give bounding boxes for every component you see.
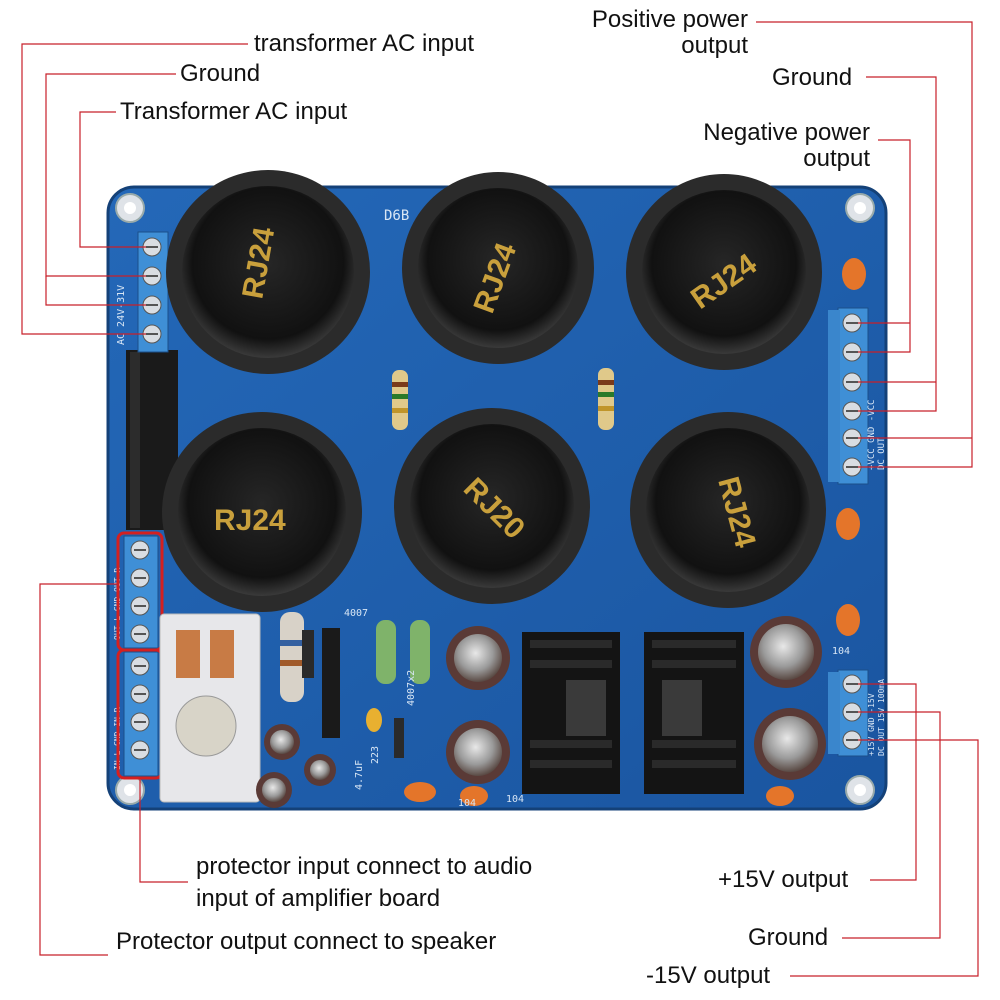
diodes [302, 628, 404, 758]
small-electrolytic-capacitors [256, 616, 826, 808]
board-model: D6B [384, 208, 409, 224]
ac-input-terminal [137, 231, 169, 353]
label-positive-power-output-line1: Positive power [591, 6, 748, 33]
silk-dc-out: DC OUT [877, 437, 887, 470]
leader-lines [21, 21, 979, 977]
label-negative-power-output-line1: Negative power [703, 119, 870, 146]
label-transformer-ac-input-1: transformer AC input [254, 30, 475, 57]
label-protector-input-line1: protector input connect to audio [196, 853, 533, 880]
leader-protector-output [39, 583, 118, 956]
leader-minus-15v [790, 739, 979, 977]
silk-104-c: 104 [458, 798, 476, 809]
leader-transformer-ac-input-1 [21, 43, 248, 335]
silk-104-b: 104 [832, 646, 850, 657]
protector-terminals [123, 535, 159, 777]
label-transformer-ac-input-2: Transformer AC input [120, 98, 348, 125]
leader-right-ground [858, 76, 937, 412]
resistors [280, 368, 614, 702]
label-negative-power-output-line2: output [803, 145, 870, 172]
capacitor-3: RJ24 [626, 174, 822, 370]
15v-output-terminal [828, 669, 869, 757]
relay [159, 613, 261, 803]
leader-protector-input [139, 778, 188, 883]
heatsink-left [522, 632, 620, 794]
mounting-holes [115, 193, 875, 805]
label-protector-input: protector input connect to audio input o… [196, 851, 532, 915]
capacitor-2: RJ24 [402, 172, 594, 364]
leader-left-ground-b [45, 276, 146, 306]
leader-left-ground [45, 73, 176, 277]
capacitor-1: RJ24 [166, 170, 370, 374]
label-positive-power-output-line2: output [681, 32, 748, 59]
leader-transformer-ac-input-2 [79, 111, 146, 248]
label-negative-power-output: Negative power output [703, 120, 870, 172]
label-bottom-ground: Ground [748, 924, 829, 951]
silk-223: 223 [370, 746, 381, 764]
silk-15v-pins: +15V GND -15V [867, 693, 876, 756]
heatsink-right [644, 632, 744, 794]
label-left-ground: Ground [180, 60, 261, 87]
silk-ac-input: AC 24V-31V [116, 285, 127, 345]
capacitor-6: RJ24 [630, 412, 826, 608]
vcc-output-terminal [828, 307, 869, 485]
leader-positive-power-output [756, 21, 973, 468]
label-protector-input-line2: input of amplifier board [196, 885, 441, 912]
silk-4007: 4007 [344, 608, 368, 619]
leader-15v-ground [842, 711, 941, 939]
ceramic-capacitors [366, 258, 866, 806]
leader-plus-15v [858, 683, 917, 881]
silk-15v-out: DC OUT 15V 100mA [877, 679, 886, 756]
label-protector-output: Protector output connect to speaker [116, 928, 497, 955]
silk-vcc-out: +VCC GND -VCC [867, 400, 877, 470]
label-right-ground: Ground [772, 64, 853, 91]
filter-capacitors: RJ24 RJ24 RJ24 RJ24 RJ20 RJ24 [162, 170, 826, 612]
svg-text:RJ24: RJ24 [214, 504, 286, 537]
silk-4-7uf: 4.7uF [354, 760, 365, 790]
silk-104-a: 104 [506, 794, 524, 805]
leader-negative-power-output [858, 139, 911, 353]
capacitor-5: RJ20 [394, 408, 590, 604]
capacitor-4: RJ24 [162, 412, 362, 612]
label-minus-15v-output: -15V output [646, 962, 771, 989]
label-plus-15v-output: +15V output [718, 866, 849, 893]
label-positive-power-output: Positive power output [592, 7, 748, 59]
silk-4007x2: 4007x2 [406, 670, 417, 706]
